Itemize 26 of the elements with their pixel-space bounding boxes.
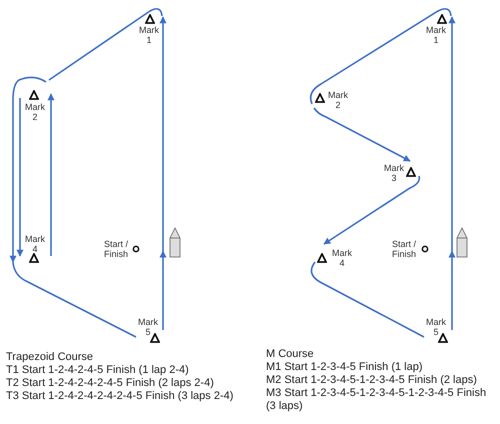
mark-label: Mark 5 <box>426 317 446 337</box>
mark-label: Mark 4 <box>24 234 46 254</box>
course-arrow <box>313 108 411 162</box>
course-description: T2 Start 1-2-4-2-4-2-4-5 Finish (2 laps 2-4) <box>6 377 214 390</box>
course-description: M1 Start 1-2-3-4-5 Finish (1 lap) <box>266 361 422 374</box>
course-title: M Course <box>266 348 314 361</box>
course-arrow <box>16 98 24 257</box>
course-arrow <box>48 93 54 256</box>
course-arrow <box>448 16 456 330</box>
mark-label: Mark 2 <box>24 102 46 122</box>
course-arrow <box>160 16 166 330</box>
course-arrow <box>323 176 420 245</box>
mark-label: Mark 4 <box>331 248 353 268</box>
mark-label: Mark 5 <box>138 317 158 337</box>
course-description: M3 Start 1-2-3-4-5-1-2-3-4-5-1-2-3-4-5 Finish (3 laps) <box>266 387 488 413</box>
course-title: Trapezoid Course <box>6 351 94 364</box>
course-description: T3 Start 1-2-4-2-4-2-4-2-4-5 Finish (3 laps 2-4) <box>6 390 234 403</box>
mark-label: Mark 1 <box>138 25 160 45</box>
course-description: T1 Start 1-2-4-2-4-5 Finish (1 lap 2-4) <box>6 364 189 377</box>
course-arrow <box>10 76 46 263</box>
mark-label: Mark 3 <box>383 163 405 183</box>
mark-label: Start / Finish <box>102 239 129 259</box>
course-description: M2 Start 1-2-3-4-5-1-2-3-4-5 Finish (2 laps) <box>266 374 477 387</box>
mark-label: Mark 1 <box>425 25 447 45</box>
mark-label: Start / Finish <box>390 239 417 259</box>
mark-label: Mark 2 <box>327 90 349 110</box>
